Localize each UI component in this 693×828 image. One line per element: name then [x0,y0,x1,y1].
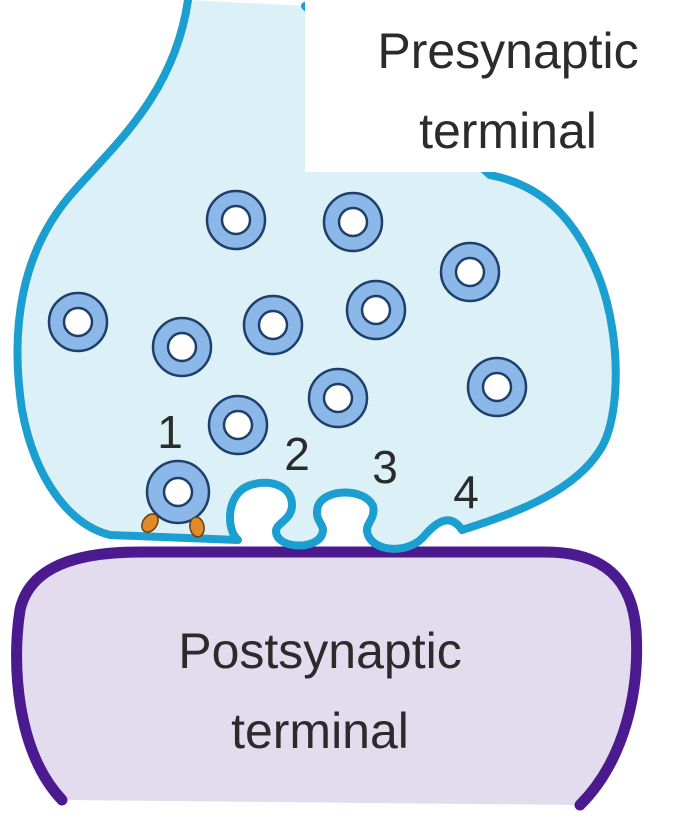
postsynaptic-label-line2: terminal [231,703,409,759]
vesicle [466,356,528,418]
presynaptic-label-box [305,0,693,172]
vesicle [322,191,384,253]
vesicle [151,316,213,378]
stage-label-1: 1 [157,406,183,458]
vesicle [242,294,304,356]
vesicle [205,189,267,251]
stage-labels: 1 2 3 4 [157,406,479,518]
docking-protein-left [141,513,159,533]
stage-label-2: 2 [284,428,310,480]
vesicle [207,394,269,456]
presynaptic-membrane [13,0,620,553]
vesicle [345,279,407,341]
stage-label-4: 4 [453,466,479,518]
docking-protein-right [189,516,205,538]
vesicle [307,367,369,429]
vesicles [47,189,528,525]
presynaptic-terminal: Presynaptic terminal [13,0,693,553]
docking-proteins [141,513,205,538]
presynaptic-label-line1: Presynaptic [377,23,638,79]
postsynaptic-membrane [11,546,643,811]
vesicle [47,291,109,353]
postsynaptic-label-line1: Postsynaptic [178,623,461,679]
vesicle-docked [145,459,211,525]
stage-label-3: 3 [372,441,398,493]
vesicle [439,241,501,303]
postsynaptic-terminal: Postsynaptic terminal [11,546,643,811]
presynaptic-label-line2: terminal [419,103,597,159]
